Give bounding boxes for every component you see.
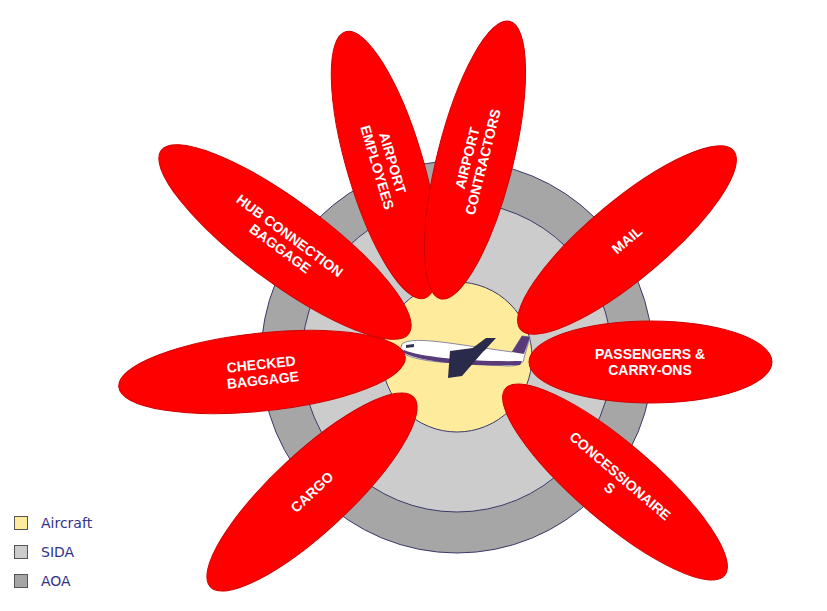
ellipse-shape bbox=[115, 318, 410, 426]
stream-label: CARGO bbox=[274, 455, 351, 528]
label-holder: PASSENGERS & CARRY-ONS bbox=[528, 320, 773, 404]
stream-label: MAIL bbox=[587, 205, 666, 275]
stream-label: CONCESSIONAIRE S bbox=[551, 424, 678, 539]
legend-text: AOA bbox=[41, 573, 71, 589]
ellipse-shape bbox=[480, 359, 750, 605]
label-stack: CONCESSIONAIRE S bbox=[551, 424, 678, 539]
ellipse-shape bbox=[529, 321, 772, 403]
stream-label: AIRPORT EMPLOYEES bbox=[356, 114, 414, 215]
label-stack: AIRPORT CONTRACTORS bbox=[444, 94, 506, 226]
ellipse-shape bbox=[137, 117, 433, 366]
stream-label: PASSENGERS & CARRY-ONS bbox=[575, 346, 725, 378]
legend-swatch bbox=[14, 516, 28, 530]
ellipse-shape bbox=[404, 12, 547, 308]
label-stack: AIRPORT EMPLOYEES bbox=[356, 114, 414, 215]
legend-text: SIDA bbox=[41, 544, 74, 560]
legend-text: Aircraft bbox=[41, 515, 92, 531]
stream-label: HUB CONNECTION BAGGAGE bbox=[219, 187, 351, 296]
stream-label: CHECKED BAGGAGE bbox=[211, 351, 314, 393]
stream-label: AIRPORT CONTRACTORS bbox=[444, 94, 506, 226]
label-stack: HUB CONNECTION BAGGAGE bbox=[219, 187, 351, 296]
airplane-icon bbox=[400, 336, 530, 378]
label-stack: CARGO bbox=[274, 455, 351, 528]
legend-swatch bbox=[14, 574, 28, 588]
label-stack: CHECKED BAGGAGE bbox=[211, 351, 314, 393]
legend-row: AOA bbox=[14, 566, 92, 595]
legend: AircraftSIDA AOA bbox=[14, 508, 92, 595]
legend-row: Aircraft bbox=[14, 508, 92, 537]
legend-row: SIDA bbox=[14, 537, 92, 566]
legend-swatch bbox=[14, 545, 28, 559]
stream-ellipse: PASSENGERS & CARRY-ONS bbox=[528, 320, 773, 404]
label-stack: MAIL bbox=[587, 205, 666, 275]
label-stack: PASSENGERS & CARRY-ONS bbox=[575, 346, 725, 378]
